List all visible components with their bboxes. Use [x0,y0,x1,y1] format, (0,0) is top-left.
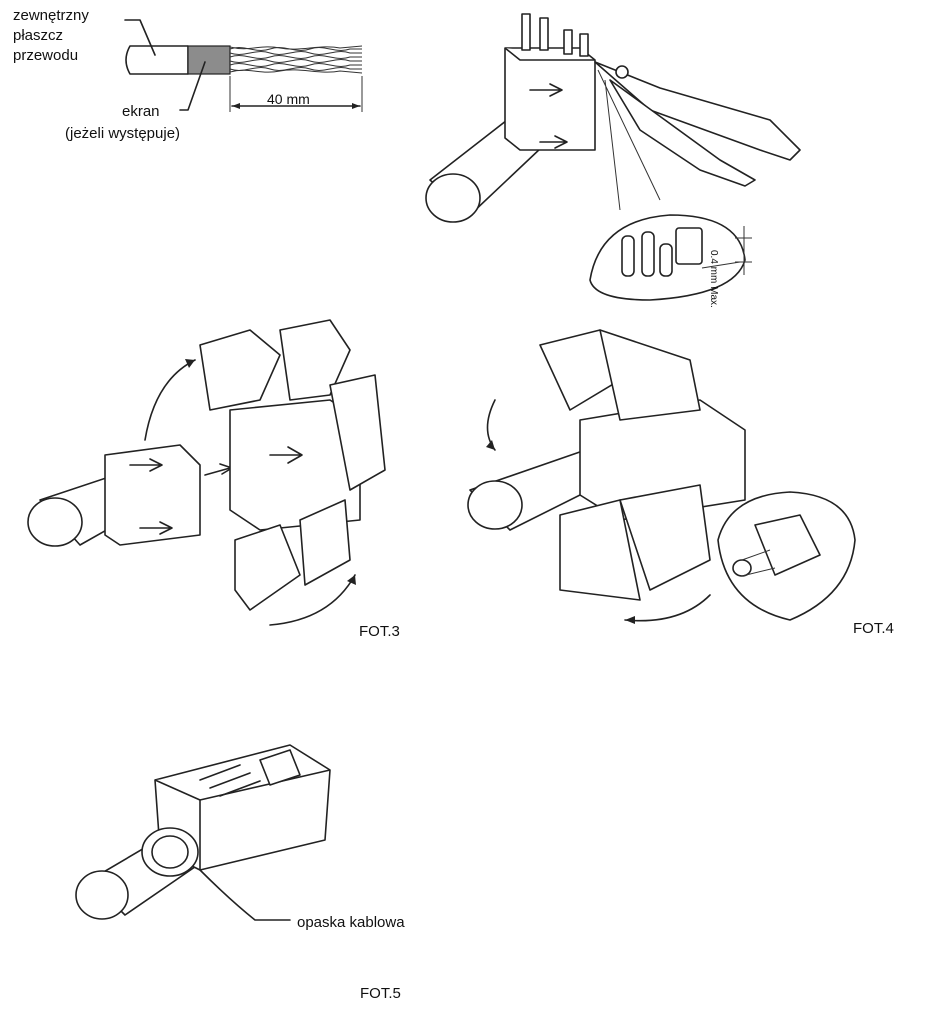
shield-label-line2: (jeżeli występuje) [65,125,181,142]
fot3-illustration [27,319,386,626]
outer-jacket-label-line2: płaszcz [13,27,64,44]
shield-label-line1: ekran [122,103,160,120]
outer-jacket-label-line3: przewodu [13,47,79,64]
fot4-caption: FOT.4 [853,620,894,637]
dimension-04mm-label: 0.4 mm Max. [708,250,719,308]
fot5-caption: FOT.5 [360,985,401,1002]
fot4-illustration [467,329,856,624]
cable-tie-label: opaska kablowa [297,914,405,931]
stripped-cable-illustration [124,19,363,112]
fot5-illustration [75,744,331,921]
fot3-caption: FOT.3 [359,623,400,640]
outer-jacket-label-line1: zewnętrzny [13,7,89,24]
dimension-40mm-label: 40 mm [267,91,310,107]
cutter-illustration [425,13,801,301]
